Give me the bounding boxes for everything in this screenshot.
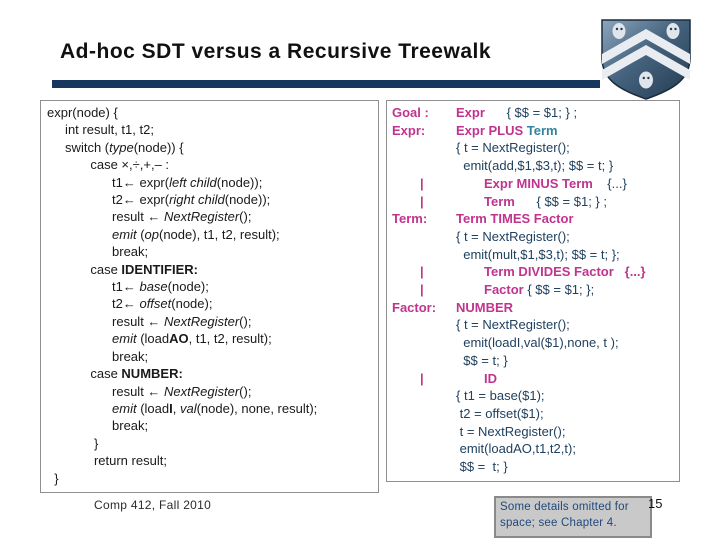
grammar-row-content: { t1 = base($1); [456, 388, 545, 404]
code-line: case IDENTIFIER: [47, 261, 198, 277]
rice-shield-logo [599, 18, 693, 102]
code-line: } [47, 435, 99, 451]
shield-icon [601, 19, 691, 100]
code-line: result ← NextRegister(); [47, 209, 252, 225]
code-line: case NUMBER: [47, 366, 183, 382]
slide-title: Ad-hoc SDT versus a Recursive Treewalk [60, 40, 492, 63]
grammar-row: { t = NextRegister(); [387, 316, 679, 334]
grammar-row-content: Expr MINUS Term {...} [484, 175, 627, 191]
grammar-row-content: emit(loadI,val($1),none, t ); [456, 335, 619, 351]
grammar-row-content: $$ = t; } [456, 352, 508, 368]
grammar-row-content: Expr { $$ = $1; } ; [456, 105, 578, 120]
grammar-row-content: { t = NextRegister(); [456, 317, 570, 333]
grammar-row-content: Term DIVIDES Factor {...} [484, 264, 646, 280]
code-line: break; [47, 418, 149, 434]
code-line: result ← NextRegister(); [47, 383, 252, 399]
note-box: Some details omitted for space; see Chap… [494, 496, 652, 538]
nonterminal-label: Expr: [392, 122, 426, 138]
nonterminal-label [387, 440, 456, 458]
grammar-row-content: emit(add,$1,$3,t); $$ = t; } [456, 158, 614, 174]
footer-course: Comp 412, Fall 2010 [94, 498, 212, 512]
nonterminal-label [387, 387, 456, 405]
grammar-row: | Factor { $$ = $1; }; [387, 281, 679, 299]
code-line: break; [47, 348, 149, 364]
code-line: break; [47, 244, 149, 260]
grammar-row: emit(loadAO,t1,t2,t); [387, 440, 679, 458]
nonterminal-label [387, 139, 456, 157]
code-line: int result, t1, t2; [47, 122, 154, 138]
code-line: t1← expr(left child(node)); [47, 174, 263, 190]
alternative-pipe: | [420, 370, 424, 386]
nonterminal-label [387, 157, 456, 175]
code-line: t2← expr(right child(node)); [47, 192, 271, 208]
code-line: emit (loadI, val(node), none, result); [112, 400, 318, 416]
code-line: expr(node) { [47, 105, 118, 120]
grammar-row: | ID [387, 370, 679, 388]
grammar-row: Goal : Expr { $$ = $1; } ; [387, 104, 679, 122]
grammar-row-content: emit(loadAO,t1,t2,t); [456, 441, 576, 457]
code-lines: expr(node) { int result, t1, t2; switch … [41, 104, 378, 487]
owl-glyphs [612, 23, 680, 89]
code-panel: expr(node) { int result, t1, t2; switch … [40, 100, 379, 493]
grammar-row-content: $$ = t; } [456, 459, 508, 475]
alternative-pipe: | [420, 193, 424, 209]
grammar-row-content: { t = NextRegister(); [456, 228, 570, 244]
nonterminal-label: Factor: [392, 299, 437, 315]
grammar-panel: Goal : Expr { $$ = $1; } ; Expr: Expr PLUS … [386, 100, 680, 482]
alternative-pipe: | [420, 175, 424, 191]
nonterminal-label [387, 352, 456, 370]
code-line: t1← base(node); [47, 279, 209, 295]
grammar-row-content: t2 = offset($1); [456, 405, 544, 421]
title-underline-bar [52, 80, 600, 88]
alternative-pipe: | [420, 282, 424, 298]
grammar-row: emit(add,$1,$3,t); $$ = t; } [387, 157, 679, 175]
grammar-row-content: Term TIMES Factor [456, 211, 574, 227]
code-line: } [47, 470, 59, 486]
grammar-row: | Expr MINUS Term {...} [387, 175, 679, 193]
code-line: switch (type(node)) { [47, 139, 184, 155]
grammar-row: t2 = offset($1); [387, 405, 679, 423]
grammar-rows: Goal : Expr { $$ = $1; } ; Expr: Expr PLUS … [387, 104, 679, 476]
nonterminal-label [387, 334, 456, 352]
grammar-row-content: NUMBER [456, 299, 514, 315]
grammar-row: Term: Term TIMES Factor [387, 210, 679, 228]
grammar-row: emit(mult,$1,$3,t); $$ = t; }; [387, 246, 679, 264]
nonterminal-label [387, 316, 456, 334]
grammar-row: | Term DIVIDES Factor {...} [387, 263, 679, 281]
grammar-row: emit(loadI,val($1),none, t ); [387, 334, 679, 352]
grammar-row-content: t = NextRegister(); [456, 423, 566, 439]
code-line: emit (op(node), t1, t2, result); [112, 226, 280, 242]
code-line: emit (loadAO, t1, t2, result); [112, 331, 272, 347]
grammar-row: { t = NextRegister(); [387, 228, 679, 246]
nonterminal-label [387, 228, 456, 246]
nonterminal-label: Goal : [392, 105, 429, 120]
grammar-row: Expr: Expr PLUS Term [387, 122, 679, 140]
code-line: result ← NextRegister(); [47, 313, 252, 329]
grammar-row: { t = NextRegister(); [387, 139, 679, 157]
grammar-row: Factor: NUMBER [387, 299, 679, 317]
alternative-pipe: | [420, 264, 424, 280]
nonterminal-label: Term: [392, 211, 428, 227]
code-line: return result; [47, 453, 167, 469]
grammar-row-content: Factor { $$ = $1; }; [484, 282, 595, 298]
grammar-row: | Term { $$ = $1; } ; [387, 193, 679, 211]
grammar-row-content: emit(mult,$1,$3,t); $$ = t; }; [456, 246, 620, 262]
grammar-row-content: Term { $$ = $1; } ; [484, 193, 607, 209]
grammar-row: t = NextRegister(); [387, 423, 679, 441]
grammar-row-content: ID [484, 370, 497, 386]
grammar-row: { t1 = base($1); [387, 387, 679, 405]
nonterminal-label [387, 246, 456, 264]
grammar-row: $$ = t; } [387, 352, 679, 370]
page-number: 15 [648, 496, 663, 511]
code-line: case ×,÷,+,– : [47, 157, 170, 173]
code-line: t2← offset(node); [47, 296, 213, 312]
nonterminal-label [387, 458, 456, 476]
grammar-row-content: Expr PLUS Term [456, 122, 558, 138]
grammar-row: $$ = t; } [387, 458, 679, 476]
grammar-row-content: { t = NextRegister(); [456, 140, 570, 156]
nonterminal-label [387, 405, 456, 423]
nonterminal-label [387, 423, 456, 441]
